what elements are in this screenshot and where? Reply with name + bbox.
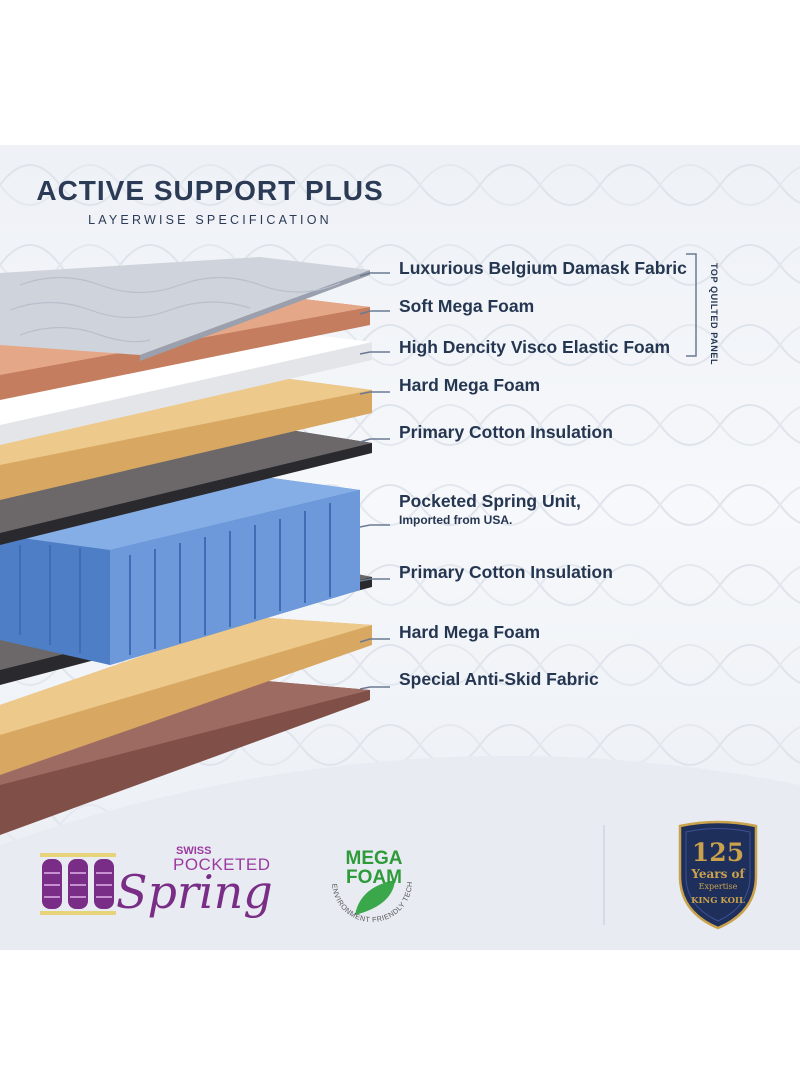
badge-expertise: Expertise [698, 882, 738, 891]
layer-label-cotton-insulation-bottom: Primary Cotton Insulation [399, 562, 613, 582]
pocketed-text: POCKETED [173, 855, 271, 874]
swiss-pocketed-spring-logo: SWISS POCKETED Spring [38, 835, 278, 935]
title-block: ACTIVE SUPPORT PLUS LAYERWISE SPECIFICAT… [0, 175, 420, 227]
shield-icon [678, 820, 758, 930]
layer-label-spring-unit: Pocketed Spring Unit, [399, 491, 581, 511]
foam-text: FOAM [346, 867, 402, 888]
125-years-badge: 125 Years of Expertise KING KOIL [676, 820, 760, 932]
layer-label-hard-mega-foam-top: Hard Mega Foam [399, 375, 540, 395]
layer-cotton-insulation-top [0, 430, 372, 545]
layer-anti-skid-fabric [0, 680, 370, 835]
badge-number: 125 [691, 838, 745, 867]
footer-divider [603, 825, 605, 925]
layer-label-damask-fabric: Luxurious Belgium Damask Fabric [399, 258, 687, 278]
spring-text: Spring [116, 865, 273, 919]
layer-sublabel-spring-unit: Imported from USA. [399, 513, 513, 527]
mega-foam-text: MEGA FOAM [344, 849, 404, 887]
product-panel: ACTIVE SUPPORT PLUS LAYERWISE SPECIFICAT… [0, 145, 800, 950]
layer-label-cotton-insulation-top: Primary Cotton Insulation [399, 422, 613, 442]
page-title: ACTIVE SUPPORT PLUS [36, 175, 384, 206]
layer-label-visco-elastic-foam: High Dencity Visco Elastic Foam [399, 337, 671, 357]
mega-text: MEGA [345, 848, 403, 869]
leader-lines [359, 253, 697, 690]
layer-label-hard-mega-foam-bottom: Hard Mega Foam [399, 622, 540, 642]
badge-brand: KING KOIL [691, 896, 745, 906]
badge-years: Years of [691, 867, 745, 881]
layer-hard-mega-foam-bottom [0, 617, 372, 775]
mattress-layers-illustration [0, 253, 697, 835]
mega-foam-leaf-icon: ENVIRONMENT FRIENDLY TECHNOLOGY [315, 825, 414, 924]
top-quilted-panel-label: TOP QUILTED PANEL [709, 263, 719, 366]
layer-damask-fabric [0, 257, 370, 361]
spring-coils-icon [40, 853, 116, 915]
mega-foam-logo: ENVIRONMENT FRIENDLY TECHNOLOGY MEGA FOA… [315, 825, 430, 940]
swiss-text: SWISS [176, 845, 212, 857]
layer-label-soft-mega-foam: Soft Mega Foam [399, 296, 535, 316]
page-subtitle: LAYERWISE SPECIFICATION [88, 213, 332, 227]
footer-logos: SWISS POCKETED Spring ENVIRONMENT FRIEND… [0, 820, 800, 945]
layer-visco-elastic-foam [0, 330, 372, 445]
layer-label-anti-skid-fabric: Special Anti-Skid Fabric [399, 669, 599, 689]
